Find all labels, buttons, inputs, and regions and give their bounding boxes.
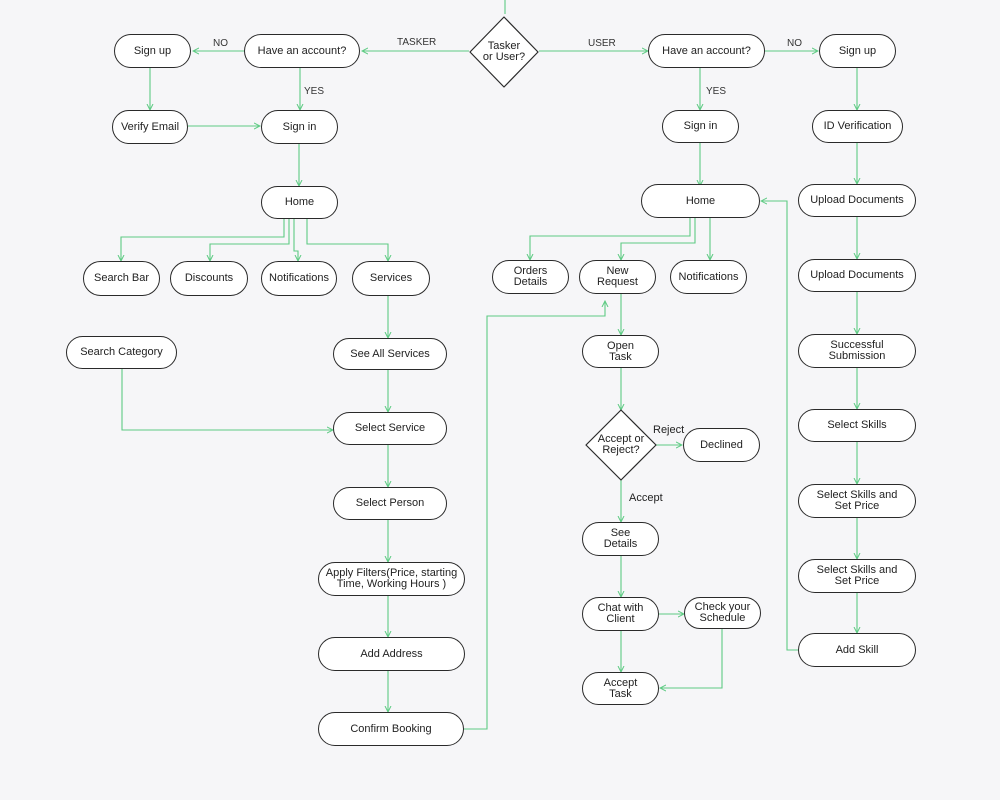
label-no-right: NO xyxy=(787,38,802,49)
reg-select-skills-price-1: Select Skills and Set Price xyxy=(798,484,916,518)
label-yes-right: YES xyxy=(706,86,727,97)
tasker-have-account: Have an account? xyxy=(244,34,360,68)
tasker-sign-in: Sign in xyxy=(261,110,338,144)
tasker-search-bar: Search Bar xyxy=(83,261,160,296)
user-accept-task: Accept Task xyxy=(582,672,659,705)
user-chat-with-client: Chat with Client xyxy=(582,597,659,631)
reg-upload-documents-1: Upload Documents xyxy=(798,184,916,217)
tasker-home: Home xyxy=(261,186,338,219)
user-notifications: Notifications xyxy=(670,260,747,294)
label-no-left: NO xyxy=(213,38,228,49)
label-yes-left: YES xyxy=(304,86,325,97)
tasker-verify-email: Verify Email xyxy=(112,110,188,144)
user-orders-details: Orders Details xyxy=(492,260,569,294)
reg-select-skills-price-2: Select Skills and Set Price xyxy=(798,559,916,593)
tasker-services: Services xyxy=(352,261,430,296)
user-sign-in: Sign in xyxy=(662,110,739,143)
tasker-apply-filters: Apply Filters(Price, starting Time, Work… xyxy=(318,562,465,596)
user-open-task: Open Task xyxy=(582,335,659,368)
user-see-details: See Details xyxy=(582,522,659,556)
user-home: Home xyxy=(641,184,760,218)
reg-successful-submission: Successful Submission xyxy=(798,334,916,368)
decision-accept-or-reject: Accept or Reject? xyxy=(585,409,657,481)
tasker-add-address: Add Address xyxy=(318,637,465,671)
decision-accept-or-reject-label: Accept or Reject? xyxy=(597,433,645,456)
reg-upload-documents-2: Upload Documents xyxy=(798,259,916,292)
tasker-select-service: Select Service xyxy=(333,412,447,445)
label-tasker: TASKER xyxy=(397,37,437,48)
label-reject: Reject xyxy=(653,424,685,436)
user-have-account: Have an account? xyxy=(648,34,765,68)
decision-tasker-or-user-label: Tasker or User? xyxy=(482,40,526,63)
reg-select-skills: Select Skills xyxy=(798,409,916,442)
label-user: USER xyxy=(588,38,616,49)
reg-id-verification: ID Verification xyxy=(812,110,903,143)
reg-add-skill: Add Skill xyxy=(798,633,916,667)
user-new-request: New Request xyxy=(579,260,656,294)
user-declined: Declined xyxy=(683,428,760,462)
tasker-see-all-services: See All Services xyxy=(333,338,447,370)
tasker-sign-up: Sign up xyxy=(114,34,191,68)
reg-sign-up: Sign up xyxy=(819,34,896,68)
tasker-discounts: Discounts xyxy=(170,261,248,296)
tasker-notifications: Notifications xyxy=(261,261,337,296)
label-accept: Accept xyxy=(629,492,663,504)
tasker-select-person: Select Person xyxy=(333,487,447,520)
tasker-confirm-booking: Confirm Booking xyxy=(318,712,464,746)
user-check-schedule: Check your Schedule xyxy=(684,597,761,629)
tasker-search-category: Search Category xyxy=(66,336,177,369)
decision-tasker-or-user: Tasker or User? xyxy=(469,16,539,88)
